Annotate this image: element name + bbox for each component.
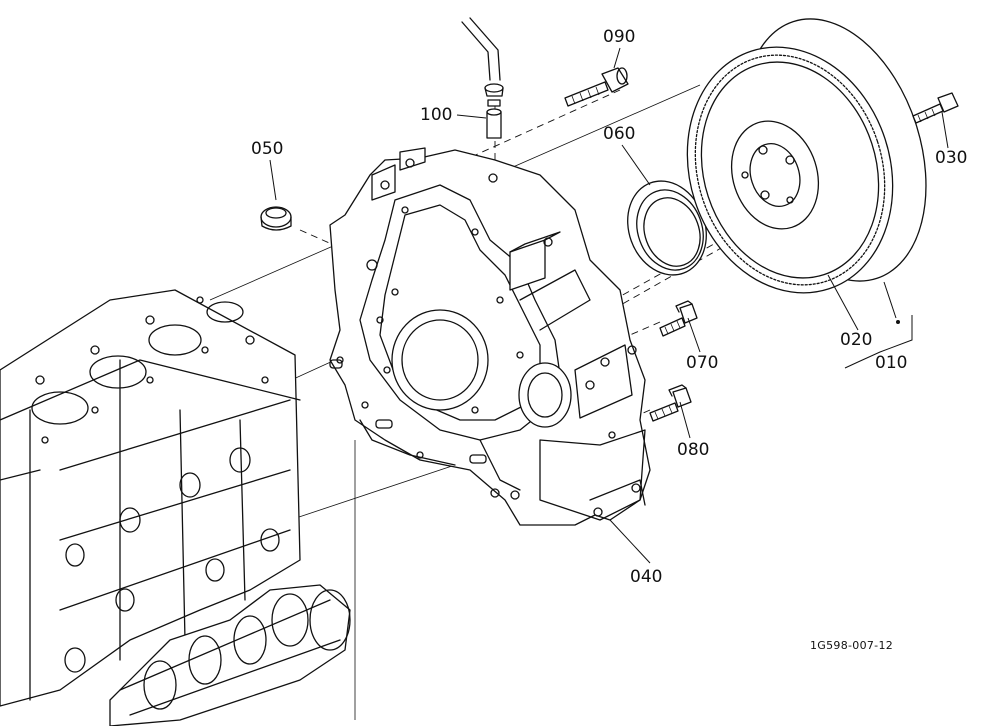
flywheel-housing [329, 147, 651, 526]
bolt-080 [649, 384, 692, 422]
part-labels: 090 100 050 060 030 020 010 070 080 040 [251, 27, 967, 587]
label-090: 090 [603, 27, 635, 47]
label-070: 070 [686, 353, 718, 373]
plug-050 [260, 206, 292, 231]
engine-block [0, 289, 301, 707]
leader-lines [269, 47, 949, 564]
label-020: 020 [840, 330, 872, 350]
hose-and-nipple [461, 17, 504, 139]
housing-bolt-holes [336, 158, 641, 517]
label-030: 030 [935, 148, 967, 168]
label-040: 040 [630, 567, 662, 587]
label-010: 010 [875, 353, 907, 373]
label-060: 060 [603, 124, 635, 144]
label-050: 050 [251, 139, 283, 159]
block-holes [35, 296, 269, 444]
bolt-090 [564, 67, 629, 107]
label-080: 080 [677, 440, 709, 460]
crankshaft [109, 584, 351, 726]
label-100: 100 [420, 105, 452, 125]
flywheel [686, 18, 927, 294]
drawing-reference-code: 1G598-007-12 [810, 639, 893, 652]
bolt-030 [912, 92, 959, 124]
bolt-070 [659, 300, 698, 337]
